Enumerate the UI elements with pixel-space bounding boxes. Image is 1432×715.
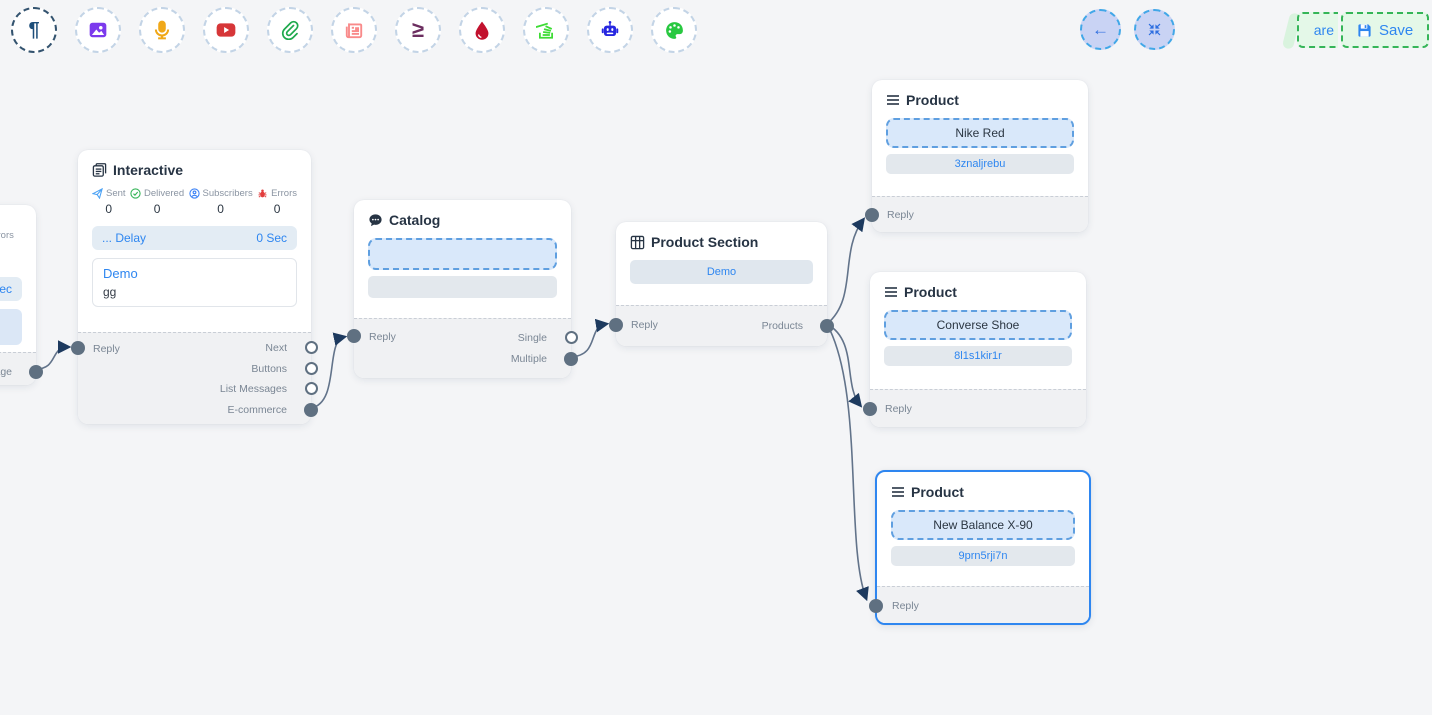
message-delay-row[interactable]: ... Delay 0 Sec bbox=[0, 277, 22, 301]
product-section-products-handle[interactable] bbox=[820, 319, 834, 334]
catalog-icon bbox=[368, 213, 383, 228]
node-title: Product bbox=[904, 284, 957, 300]
toolbar-text-button[interactable]: ¶ bbox=[11, 7, 57, 53]
toolbar-stack-button[interactable] bbox=[523, 7, 569, 53]
product-1-reply-input-handle[interactable] bbox=[865, 208, 879, 222]
catalog-node-footer: Reply Single Multiple bbox=[347, 318, 578, 378]
toolbar-audio-button[interactable] bbox=[139, 7, 185, 53]
node-product-2[interactable]: Product Converse Shoe 8l1s1kir1r Reply bbox=[863, 272, 1086, 427]
compress-icon bbox=[1147, 22, 1162, 37]
save-button[interactable]: Save bbox=[1341, 12, 1430, 48]
product-section-demo-box[interactable]: Demo bbox=[630, 260, 813, 284]
product-3-reply-input-handle[interactable] bbox=[869, 599, 883, 613]
toolbar-newspaper-button[interactable] bbox=[331, 7, 377, 53]
interactive-buttons-handle[interactable] bbox=[305, 361, 318, 375]
interactive-icon bbox=[92, 162, 107, 178]
toolbar-robot-button[interactable] bbox=[587, 7, 633, 53]
interactive-node-footer: Reply Next Buttons List Messages E-comme… bbox=[71, 332, 318, 424]
node-catalog[interactable]: Catalog Reply Single Multiple bbox=[347, 200, 578, 378]
hamburger-icon bbox=[891, 485, 905, 499]
interactive-list-messages-handle[interactable] bbox=[305, 382, 318, 396]
product-retailer-id-box[interactable]: 8l1s1kir1r bbox=[884, 346, 1072, 366]
catalog-multiple-handle[interactable] bbox=[564, 351, 578, 366]
toolbar-video-button[interactable] bbox=[203, 7, 249, 53]
node-title: Product bbox=[911, 484, 964, 500]
product-name-box[interactable]: New Balance X-90 bbox=[891, 510, 1075, 540]
edge-products-to-product3 bbox=[826, 323, 869, 602]
stack-icon bbox=[536, 20, 556, 40]
product-name-box[interactable]: Nike Red bbox=[886, 118, 1074, 148]
catalog-placeholder[interactable] bbox=[368, 276, 557, 298]
check-circle-icon bbox=[130, 188, 141, 199]
toolbar-sequence-button[interactable]: ≥ bbox=[395, 7, 441, 53]
back-arrow-icon: ← bbox=[1092, 19, 1109, 39]
toolbar-image-button[interactable] bbox=[75, 7, 121, 53]
toolbar-attachment-button[interactable] bbox=[267, 7, 313, 53]
interactive-next-handle[interactable] bbox=[305, 341, 318, 355]
send-icon bbox=[92, 188, 103, 199]
node-title: Product Section bbox=[651, 234, 759, 250]
catalog-single-handle[interactable] bbox=[565, 331, 578, 345]
droplet-icon bbox=[472, 20, 492, 40]
node-title: Interactive bbox=[113, 162, 184, 178]
fit-view-button[interactable] bbox=[1134, 9, 1175, 50]
message-output-handle[interactable] bbox=[29, 365, 43, 380]
robot-icon bbox=[599, 19, 621, 41]
product-retailer-id-box[interactable]: 3znaljrebu bbox=[886, 154, 1074, 174]
pilcrow-icon: ¶ bbox=[28, 19, 40, 41]
product-retailer-id-box[interactable]: 9prn5rji7n bbox=[891, 546, 1075, 566]
node-product-1[interactable]: Product Nike Red 3znaljrebu Reply bbox=[865, 80, 1088, 232]
newspaper-icon bbox=[344, 20, 364, 40]
canvas-actions: ← bbox=[1080, 9, 1175, 50]
toolbar-droplet-button[interactable] bbox=[459, 7, 505, 53]
youtube-icon bbox=[215, 19, 237, 41]
back-button[interactable]: ← bbox=[1080, 9, 1121, 50]
product-2-footer: Reply bbox=[863, 389, 1086, 427]
edge-products-to-product1 bbox=[826, 217, 866, 325]
interactive-stats: Sent 0 Delivered 0 Subscribers 0 Errors … bbox=[92, 188, 297, 216]
paperclip-icon bbox=[280, 20, 300, 40]
message-errors-stat: Errors 0 bbox=[0, 230, 14, 241]
node-product-section[interactable]: Product Section Demo Reply Products bbox=[609, 222, 834, 346]
catalog-dropzone[interactable] bbox=[368, 238, 557, 270]
catalog-reply-input-handle[interactable] bbox=[347, 329, 361, 343]
edge-message-to-interactive bbox=[35, 340, 72, 370]
hamburger-icon bbox=[884, 285, 898, 299]
share-button-partial[interactable]: are bbox=[1297, 12, 1338, 48]
interactive-ecommerce-handle[interactable] bbox=[304, 402, 318, 417]
toolbar-palette-button[interactable] bbox=[651, 7, 697, 53]
node-message-partial[interactable]: Errors 0 ... Delay 0 Sec Message bbox=[0, 205, 43, 385]
greater-equal-icon: ≥ bbox=[411, 17, 425, 42]
product-name-box[interactable]: Converse Shoe bbox=[884, 310, 1072, 340]
image-icon bbox=[88, 20, 108, 40]
message-content-box[interactable] bbox=[0, 309, 22, 345]
bug-icon bbox=[257, 188, 268, 199]
interactive-delay-row[interactable]: ... Delay 0 Sec bbox=[92, 226, 297, 250]
product-section-icon bbox=[630, 235, 645, 250]
palette-icon bbox=[664, 20, 685, 41]
person-circle-icon bbox=[188, 188, 200, 199]
microphone-icon bbox=[152, 20, 172, 40]
product-2-reply-input-handle[interactable] bbox=[863, 402, 877, 416]
message-node-footer: Message bbox=[0, 352, 43, 385]
node-interactive[interactable]: Interactive Sent 0 Delivered 0 Subscribe… bbox=[71, 150, 318, 424]
product-3-footer: Reply bbox=[869, 586, 1089, 623]
hamburger-icon bbox=[886, 93, 900, 107]
edge-products-to-product2 bbox=[826, 323, 863, 408]
product-1-footer: Reply bbox=[865, 196, 1088, 232]
node-title: Product bbox=[906, 92, 959, 108]
product-section-reply-input-handle[interactable] bbox=[609, 318, 623, 332]
node-product-3[interactable]: Product New Balance X-90 9prn5rji7n Repl… bbox=[869, 470, 1091, 625]
node-title: Catalog bbox=[389, 212, 441, 228]
product-section-footer: Reply Products bbox=[609, 305, 834, 346]
node-palette-toolbar: ¶ ≥ bbox=[11, 7, 697, 53]
interactive-reply-input-handle[interactable] bbox=[71, 341, 85, 355]
interactive-message-box[interactable]: Demo gg bbox=[92, 258, 297, 307]
floppy-disk-icon bbox=[1357, 23, 1372, 38]
